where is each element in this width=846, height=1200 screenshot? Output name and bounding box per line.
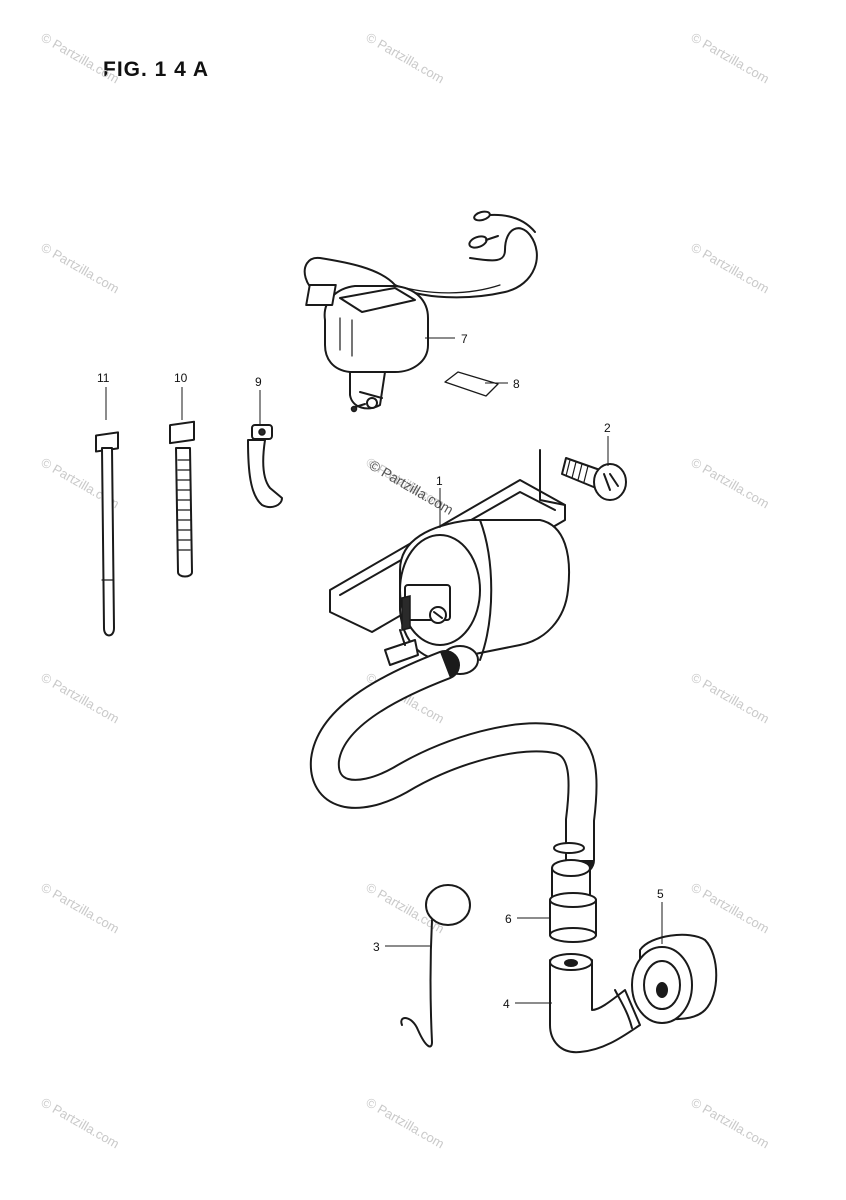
part-2-bolt bbox=[561, 457, 627, 501]
part-4-plug-cap bbox=[549, 953, 641, 1054]
watermark: © Partzilla.com bbox=[39, 30, 122, 87]
part-8-label bbox=[444, 371, 499, 397]
callout-9: 9 bbox=[255, 375, 262, 389]
watermark: © Partzilla.com bbox=[689, 880, 772, 937]
callout-3: 3 bbox=[373, 940, 380, 954]
callout-8: 8 bbox=[513, 377, 520, 391]
watermark: © Partzilla.com bbox=[39, 1095, 122, 1152]
callout-11: 11 bbox=[97, 371, 110, 385]
part-3-clip bbox=[400, 884, 471, 1048]
callout-5: 5 bbox=[657, 887, 664, 901]
watermark: © Partzilla.com bbox=[689, 30, 772, 87]
callout-7: 7 bbox=[461, 332, 468, 346]
callout-leaders bbox=[105, 337, 663, 1004]
part-7-kill-switch bbox=[303, 210, 538, 413]
callout-10: 10 bbox=[174, 371, 188, 385]
watermark: © Partzilla.com bbox=[364, 1095, 447, 1152]
part-11-cable-tie bbox=[95, 431, 119, 637]
part-10-cable-tie bbox=[169, 420, 195, 578]
center-watermark: © Partzilla.com bbox=[367, 457, 457, 518]
watermark: © Partzilla.com bbox=[689, 1095, 772, 1152]
part-1-ignition-coil bbox=[329, 449, 571, 675]
callout-1: 1 bbox=[436, 474, 443, 488]
watermark: © Partzilla.com bbox=[364, 30, 447, 87]
part-6-cap bbox=[549, 859, 597, 943]
part-5-seal bbox=[631, 933, 718, 1024]
callout-2: 2 bbox=[604, 421, 611, 435]
callout-6: 6 bbox=[505, 912, 512, 926]
watermark: © Partzilla.com bbox=[689, 455, 772, 512]
watermark: © Partzilla.com bbox=[39, 240, 122, 297]
watermark: © Partzilla.com bbox=[39, 880, 122, 937]
callout-numbers: 11 10 9 7 8 2 1 6 5 3 4 bbox=[97, 332, 664, 1011]
high-tension-lead bbox=[309, 650, 598, 875]
figure-title: FIG. 1 4 A bbox=[103, 58, 210, 81]
watermark: © Partzilla.com bbox=[689, 670, 772, 727]
part-9-clamp bbox=[247, 424, 283, 508]
watermark: © Partzilla.com bbox=[689, 240, 772, 297]
callout-4: 4 bbox=[503, 997, 510, 1011]
watermark: © Partzilla.com bbox=[39, 670, 122, 727]
